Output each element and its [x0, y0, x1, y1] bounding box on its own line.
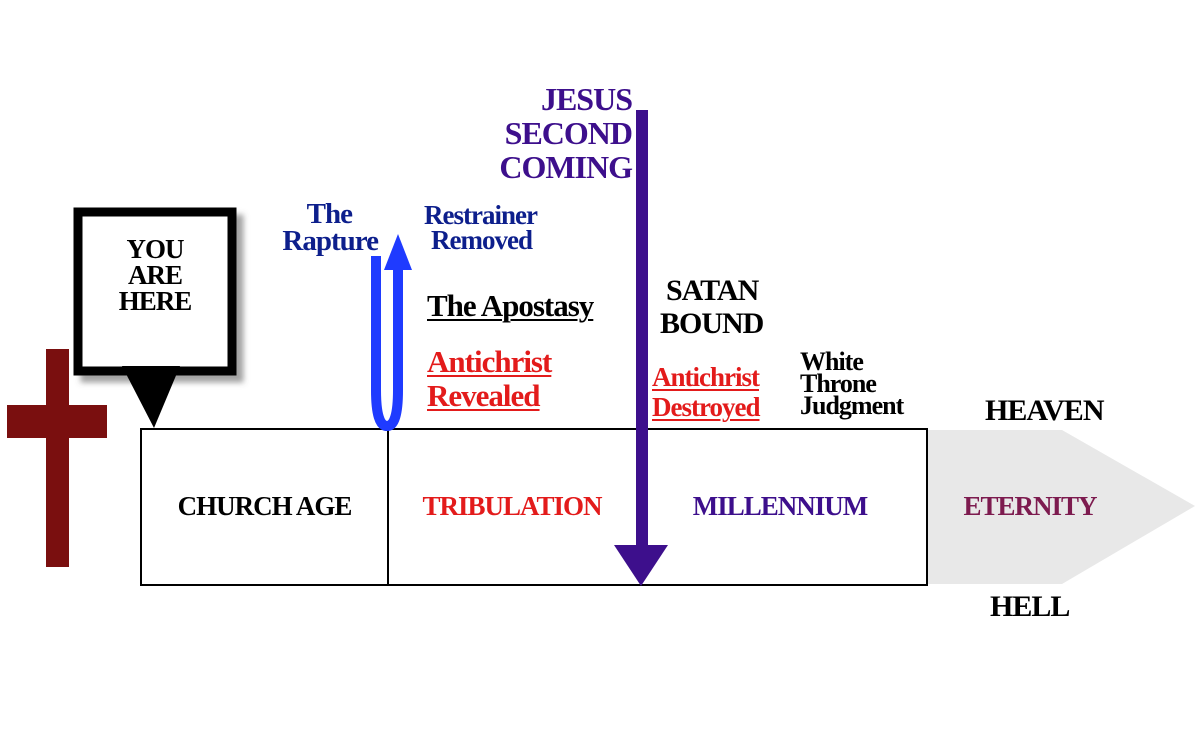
callout-pointer: [122, 366, 180, 428]
second-coming-line: COMING: [499, 149, 633, 185]
restrainer-removed-label: Restrainer Removed: [424, 200, 538, 255]
eternity-label: ETERNITY: [963, 490, 1097, 521]
white-throne-line: White: [800, 347, 864, 376]
jesus-second-coming-label: JESUS SECOND COMING: [470, 81, 633, 185]
heaven-label: HEAVEN: [985, 394, 1104, 427]
antichrist-revealed-line: Revealed: [427, 378, 541, 413]
cross-icon: [7, 349, 107, 567]
second-coming-line: JESUS: [540, 81, 633, 117]
you-are-here-label: YOU ARE HERE: [83, 234, 227, 316]
antichrist-revealed-label: Antichrist Revealed: [427, 344, 552, 413]
hell-label: HELL: [990, 590, 1070, 623]
rapture-label: The Rapture: [258, 198, 379, 257]
rapture-line: The: [306, 198, 353, 230]
tribulation-label: TRIBULATION: [422, 490, 602, 521]
you-are-here-line: ARE: [127, 260, 183, 290]
white-throne-line: Judgment: [800, 391, 904, 420]
antichrist-destroyed-line: Destroyed: [652, 392, 760, 422]
white-throne-judgment-label: White Throne Judgment: [800, 347, 904, 420]
restrainer-line: Removed: [431, 225, 533, 255]
antichrist-destroyed-line: Antichrist: [652, 362, 760, 392]
second-coming-arrow-icon: [614, 110, 668, 586]
satan-bound-line: BOUND: [660, 307, 764, 340]
restrainer-line: Restrainer: [424, 200, 538, 230]
millennium-label: MILLENNIUM: [692, 490, 869, 521]
rapture-line: Rapture: [282, 225, 379, 257]
you-are-here-line: HERE: [118, 286, 193, 316]
apostasy-label: The Apostasy: [427, 288, 594, 323]
second-coming-line: SECOND: [504, 115, 633, 151]
satan-bound-line: SATAN: [666, 274, 759, 307]
antichrist-destroyed-label: Antichrist Destroyed: [652, 362, 760, 422]
antichrist-revealed-line: Antichrist: [427, 344, 552, 379]
timeline-box: [140, 428, 928, 586]
white-throne-line: Throne: [800, 369, 877, 398]
church-age-label: CHURCH AGE: [177, 490, 353, 521]
satan-bound-label: SATAN BOUND: [660, 274, 764, 340]
eternity-arrow-shape: [928, 430, 1195, 584]
you-are-here-line: YOU: [126, 234, 185, 264]
rapture-arrow-icon: [371, 234, 412, 432]
